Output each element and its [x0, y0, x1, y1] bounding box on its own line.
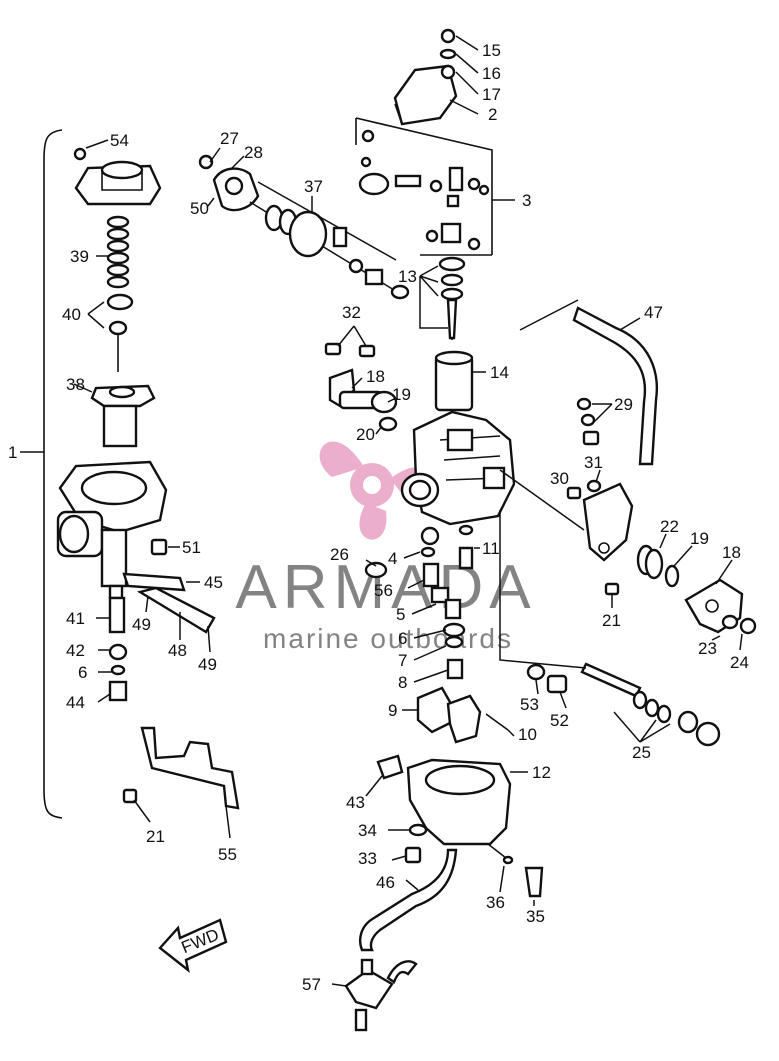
callout-35: 35 [526, 907, 545, 926]
callout-7: 7 [398, 651, 407, 670]
callout-38: 38 [66, 375, 85, 394]
part-diaphragm-37 [264, 204, 410, 300]
callout-53: 53 [520, 695, 539, 714]
callout-6b: 6 [78, 663, 87, 682]
callout-34: 34 [358, 821, 377, 840]
part-needle-40 [106, 293, 134, 372]
part-linkage-3 [358, 129, 490, 251]
callout-19b: 19 [690, 529, 709, 548]
callout-17: 17 [482, 85, 501, 104]
part-hose-47 [572, 306, 658, 466]
callout-13: 13 [398, 267, 417, 286]
bracket-3 [355, 117, 515, 256]
callout-46: 46 [376, 873, 395, 892]
callout-57: 57 [302, 975, 321, 994]
callout-51: 51 [182, 538, 201, 557]
part-53-52 [526, 663, 568, 694]
callout-32: 32 [342, 303, 361, 322]
part-fuel-57 [344, 958, 418, 1032]
callout-29: 29 [614, 395, 633, 414]
part-throttle-bracket [566, 479, 634, 596]
callout-18b: 18 [722, 543, 741, 562]
part-float-bowl-12 [376, 754, 544, 898]
callout-24: 24 [730, 653, 749, 672]
callout-44: 44 [66, 693, 85, 712]
part-slide-14 [434, 350, 474, 412]
callout-8: 8 [398, 673, 407, 692]
callout-9: 9 [388, 701, 397, 720]
callout-55: 55 [218, 845, 237, 864]
callout-31: 31 [584, 453, 603, 472]
part-float-9 [416, 686, 509, 744]
callout-49b: 49 [198, 655, 217, 674]
callout-2: 2 [488, 105, 497, 124]
callout-11: 11 [482, 539, 500, 558]
part-throttle-18 [324, 342, 398, 432]
callout-25: 25 [632, 743, 651, 762]
callout-43: 43 [346, 793, 365, 812]
fwd-arrow-icon: FWD [158, 918, 228, 973]
part-bracket-55 [140, 726, 240, 810]
part-48 [136, 586, 216, 634]
callout-37: 37 [304, 177, 323, 196]
part-needle-13 [438, 256, 466, 340]
part-cover-28 [198, 154, 260, 212]
callout-4: 4 [388, 549, 397, 568]
callout-49a: 49 [132, 615, 151, 634]
part-shaft-25 [580, 662, 721, 747]
callout-21b: 21 [146, 827, 165, 846]
callout-36: 36 [486, 893, 505, 912]
part-21-bolt-bottom [122, 788, 138, 804]
callout-labels: 1 2 3 4 5 6 7 8 9 10 11 12 13 14 15 16 1… [8, 41, 749, 994]
callout-22: 22 [660, 517, 679, 536]
callout-20: 20 [356, 425, 375, 444]
callout-1: 1 [8, 443, 17, 462]
callout-16: 16 [482, 64, 501, 83]
callout-48: 48 [168, 641, 187, 660]
part-51 [150, 538, 168, 556]
callout-28: 28 [244, 143, 263, 162]
callout-14: 14 [490, 363, 509, 382]
callout-39: 39 [70, 247, 89, 266]
callout-23: 23 [698, 639, 717, 658]
callout-26: 26 [330, 545, 349, 564]
part-top-cover [393, 28, 458, 126]
callout-18: 18 [366, 367, 385, 386]
callout-45: 45 [204, 573, 223, 592]
part-spring-39 [106, 215, 130, 289]
callout-56: 56 [374, 581, 393, 600]
callout-27: 27 [220, 129, 239, 148]
part-carb-body-left [56, 460, 168, 600]
part-hose-45 [122, 572, 186, 592]
callout-33: 33 [358, 849, 377, 868]
callout-3: 3 [522, 191, 531, 210]
assembly-bracket [43, 129, 63, 819]
part-spring-22 [636, 544, 757, 635]
callout-19: 19 [392, 385, 411, 404]
callout-42: 42 [66, 641, 85, 660]
part-diaphragm-38 [90, 384, 156, 448]
callout-50: 50 [190, 199, 209, 218]
callout-30: 30 [550, 469, 569, 488]
callout-54: 54 [110, 131, 129, 150]
callout-41: 41 [66, 609, 85, 628]
part-carb-body-main [400, 410, 516, 526]
part-41-42-6-44 [108, 596, 128, 702]
callout-40: 40 [62, 305, 81, 324]
callout-6: 6 [398, 629, 407, 648]
callout-12: 12 [532, 763, 551, 782]
callout-5: 5 [396, 605, 405, 624]
part-jets-center [364, 524, 474, 680]
callout-52: 52 [550, 711, 569, 730]
watermark-tagline: marine outboards [263, 623, 513, 654]
part-hose-46 [359, 848, 458, 952]
callout-21: 21 [602, 611, 621, 630]
callout-10: 10 [518, 725, 537, 744]
callout-47: 47 [644, 303, 663, 322]
callout-15: 15 [482, 41, 501, 60]
part-screw-29 [576, 397, 600, 446]
part-top-cap-54 [73, 147, 162, 206]
